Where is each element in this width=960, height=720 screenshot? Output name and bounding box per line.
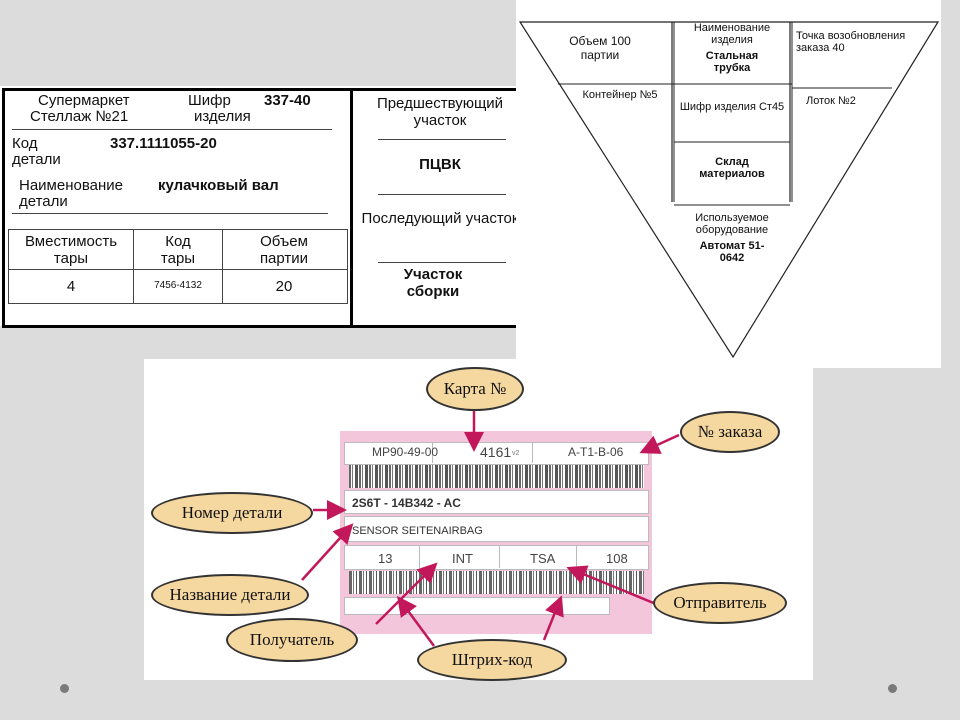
order-number-value: A-T1-B-06 bbox=[568, 445, 624, 459]
code-label-2: детали bbox=[12, 151, 61, 168]
product-cipher-text: Шифр изделия Ст45 bbox=[679, 101, 785, 113]
product-name-label: Наименование изделия bbox=[693, 22, 771, 46]
sender-code-value: TSA bbox=[530, 551, 556, 566]
part-name-value: SENSOR SEITENAIRBAG bbox=[352, 525, 483, 537]
label-panel: MP90-49-00 4161 v2 A-T1-B-06 2S6T - 14B3… bbox=[144, 359, 813, 681]
equipment-value: Автомат 51-0642 bbox=[699, 240, 765, 264]
callout-card-number: Карта № bbox=[426, 367, 524, 411]
cipher-value: 337-40 bbox=[264, 92, 311, 109]
batch-volume-text: Объем 100 партии bbox=[569, 34, 631, 62]
kanban-card: Супермаркет Стеллаж №21 Шифр 337-40 изде… bbox=[0, 86, 531, 328]
code-label: Код bbox=[12, 135, 38, 152]
name-value: кулачковый вал bbox=[158, 177, 279, 194]
table-value-batch-volume: 20 bbox=[275, 278, 293, 295]
previous-section-value: ПЦВК bbox=[419, 156, 461, 173]
slide-dot-right bbox=[888, 684, 897, 693]
code-value: 337.1111055-20 bbox=[110, 135, 217, 152]
card-number-value: 4161 bbox=[480, 444, 512, 460]
product-name-value: Стальная трубка bbox=[705, 50, 759, 74]
next-section-value: Участок сборки bbox=[403, 266, 463, 300]
card-number-suffix: v2 bbox=[512, 450, 520, 457]
table-header-container-code: Код тары bbox=[160, 233, 196, 267]
shelf-label: Стеллаж №21 bbox=[30, 108, 129, 125]
table-header-capacity: Вместимость тары bbox=[24, 233, 118, 267]
container-text: Контейнер №5 bbox=[582, 89, 658, 101]
card-divider bbox=[350, 88, 353, 326]
barcode-top bbox=[349, 465, 644, 488]
supermarket-label: Супермаркет bbox=[38, 92, 130, 109]
slide-dot-left bbox=[60, 684, 69, 693]
triangle-outline bbox=[518, 21, 940, 359]
part-number-value: 2S6T - 14B342 - AC bbox=[352, 496, 461, 510]
previous-section-label: Предшествующий участок bbox=[376, 95, 504, 129]
name-label: Наименование bbox=[19, 177, 123, 194]
capacity-table bbox=[8, 229, 348, 304]
cipher-label-2: изделия bbox=[194, 108, 251, 125]
equipment-label: Используемое оборудование bbox=[695, 212, 769, 236]
next-section-label: Последующий участок bbox=[361, 210, 519, 227]
receiver-code-value: INT bbox=[452, 551, 473, 566]
callout-order-number: № заказа bbox=[680, 411, 780, 453]
warehouse-text: Склад материалов bbox=[699, 156, 765, 180]
name-label-2: детали bbox=[19, 193, 68, 210]
tray-text: Лоток №2 bbox=[806, 95, 856, 107]
field-code-1: MP90-49-00 bbox=[372, 445, 439, 459]
callout-receiver: Получатель bbox=[226, 618, 358, 662]
callout-arrows bbox=[301, 406, 680, 647]
table-header-batch-volume: Объем партии bbox=[259, 233, 309, 267]
callout-part-number: Номер детали bbox=[151, 492, 313, 534]
triangle-card: Объем 100 партии Наименование изделия Ст… bbox=[516, 0, 941, 368]
table-value-container-code: 7456-4132 bbox=[154, 280, 202, 291]
quantity-value: 13 bbox=[378, 551, 393, 566]
count-value: 108 bbox=[606, 551, 628, 566]
cipher-label: Шифр bbox=[188, 92, 231, 109]
callout-part-name: Название детали bbox=[151, 574, 309, 616]
callout-barcode: Штрих-код bbox=[417, 639, 567, 681]
reorder-point-text: Точка возобновления заказа 40 bbox=[796, 30, 906, 54]
table-value-capacity: 4 bbox=[66, 278, 76, 295]
callout-sender: Отправитель bbox=[653, 582, 787, 624]
